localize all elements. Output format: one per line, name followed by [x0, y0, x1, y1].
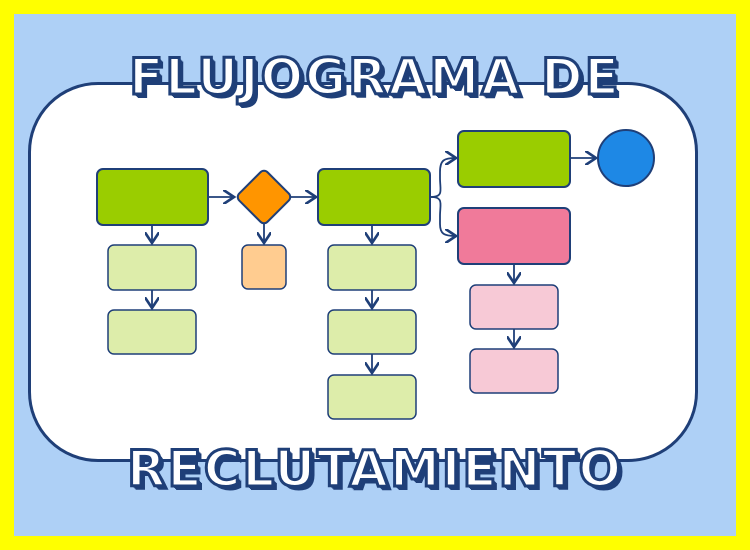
- step-box-4b: [469, 348, 559, 394]
- step-box-2c: [327, 374, 417, 420]
- title-line-2: RECLUTAMIENTO: [126, 440, 623, 498]
- step-box-1a: [107, 244, 197, 291]
- arrow-branch-up: [430, 158, 456, 198]
- process-box-1: [96, 168, 209, 226]
- step-box-2b: [327, 309, 417, 355]
- step-box-2a: [327, 244, 417, 291]
- decision-result-box: [241, 244, 287, 290]
- decision-diamond: [236, 169, 292, 225]
- process-box-2: [317, 168, 431, 226]
- end-circle: [597, 129, 655, 187]
- process-box-3: [457, 130, 571, 188]
- connectors: [152, 158, 596, 373]
- title-line-1: FLUJOGRAMA DE: [128, 48, 621, 106]
- step-box-4a: [469, 284, 559, 330]
- arrow-branch-down: [430, 196, 456, 236]
- process-box-4: [457, 207, 571, 265]
- step-box-1b: [107, 309, 197, 355]
